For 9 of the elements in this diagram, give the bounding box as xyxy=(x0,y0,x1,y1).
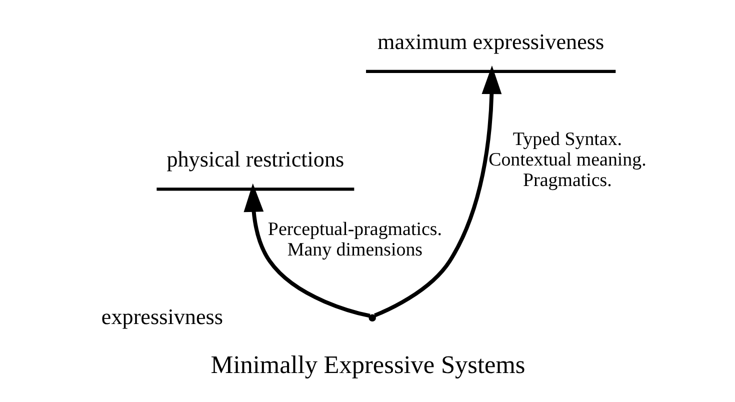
node-point xyxy=(368,314,376,322)
node-text: maximum expressiveness xyxy=(377,28,604,54)
arrow xyxy=(243,183,370,318)
edge-label: Perceptual-pragmatics. Many dimensions xyxy=(267,219,442,261)
arrow xyxy=(373,66,502,318)
edge-label: Typed Syntax. Contextual meaning. Pragmatics. xyxy=(488,129,646,192)
label: expressivness xyxy=(100,304,223,329)
caption: Minimally Expressive Systems xyxy=(210,350,525,379)
node-text: physical restrictions xyxy=(166,146,344,172)
